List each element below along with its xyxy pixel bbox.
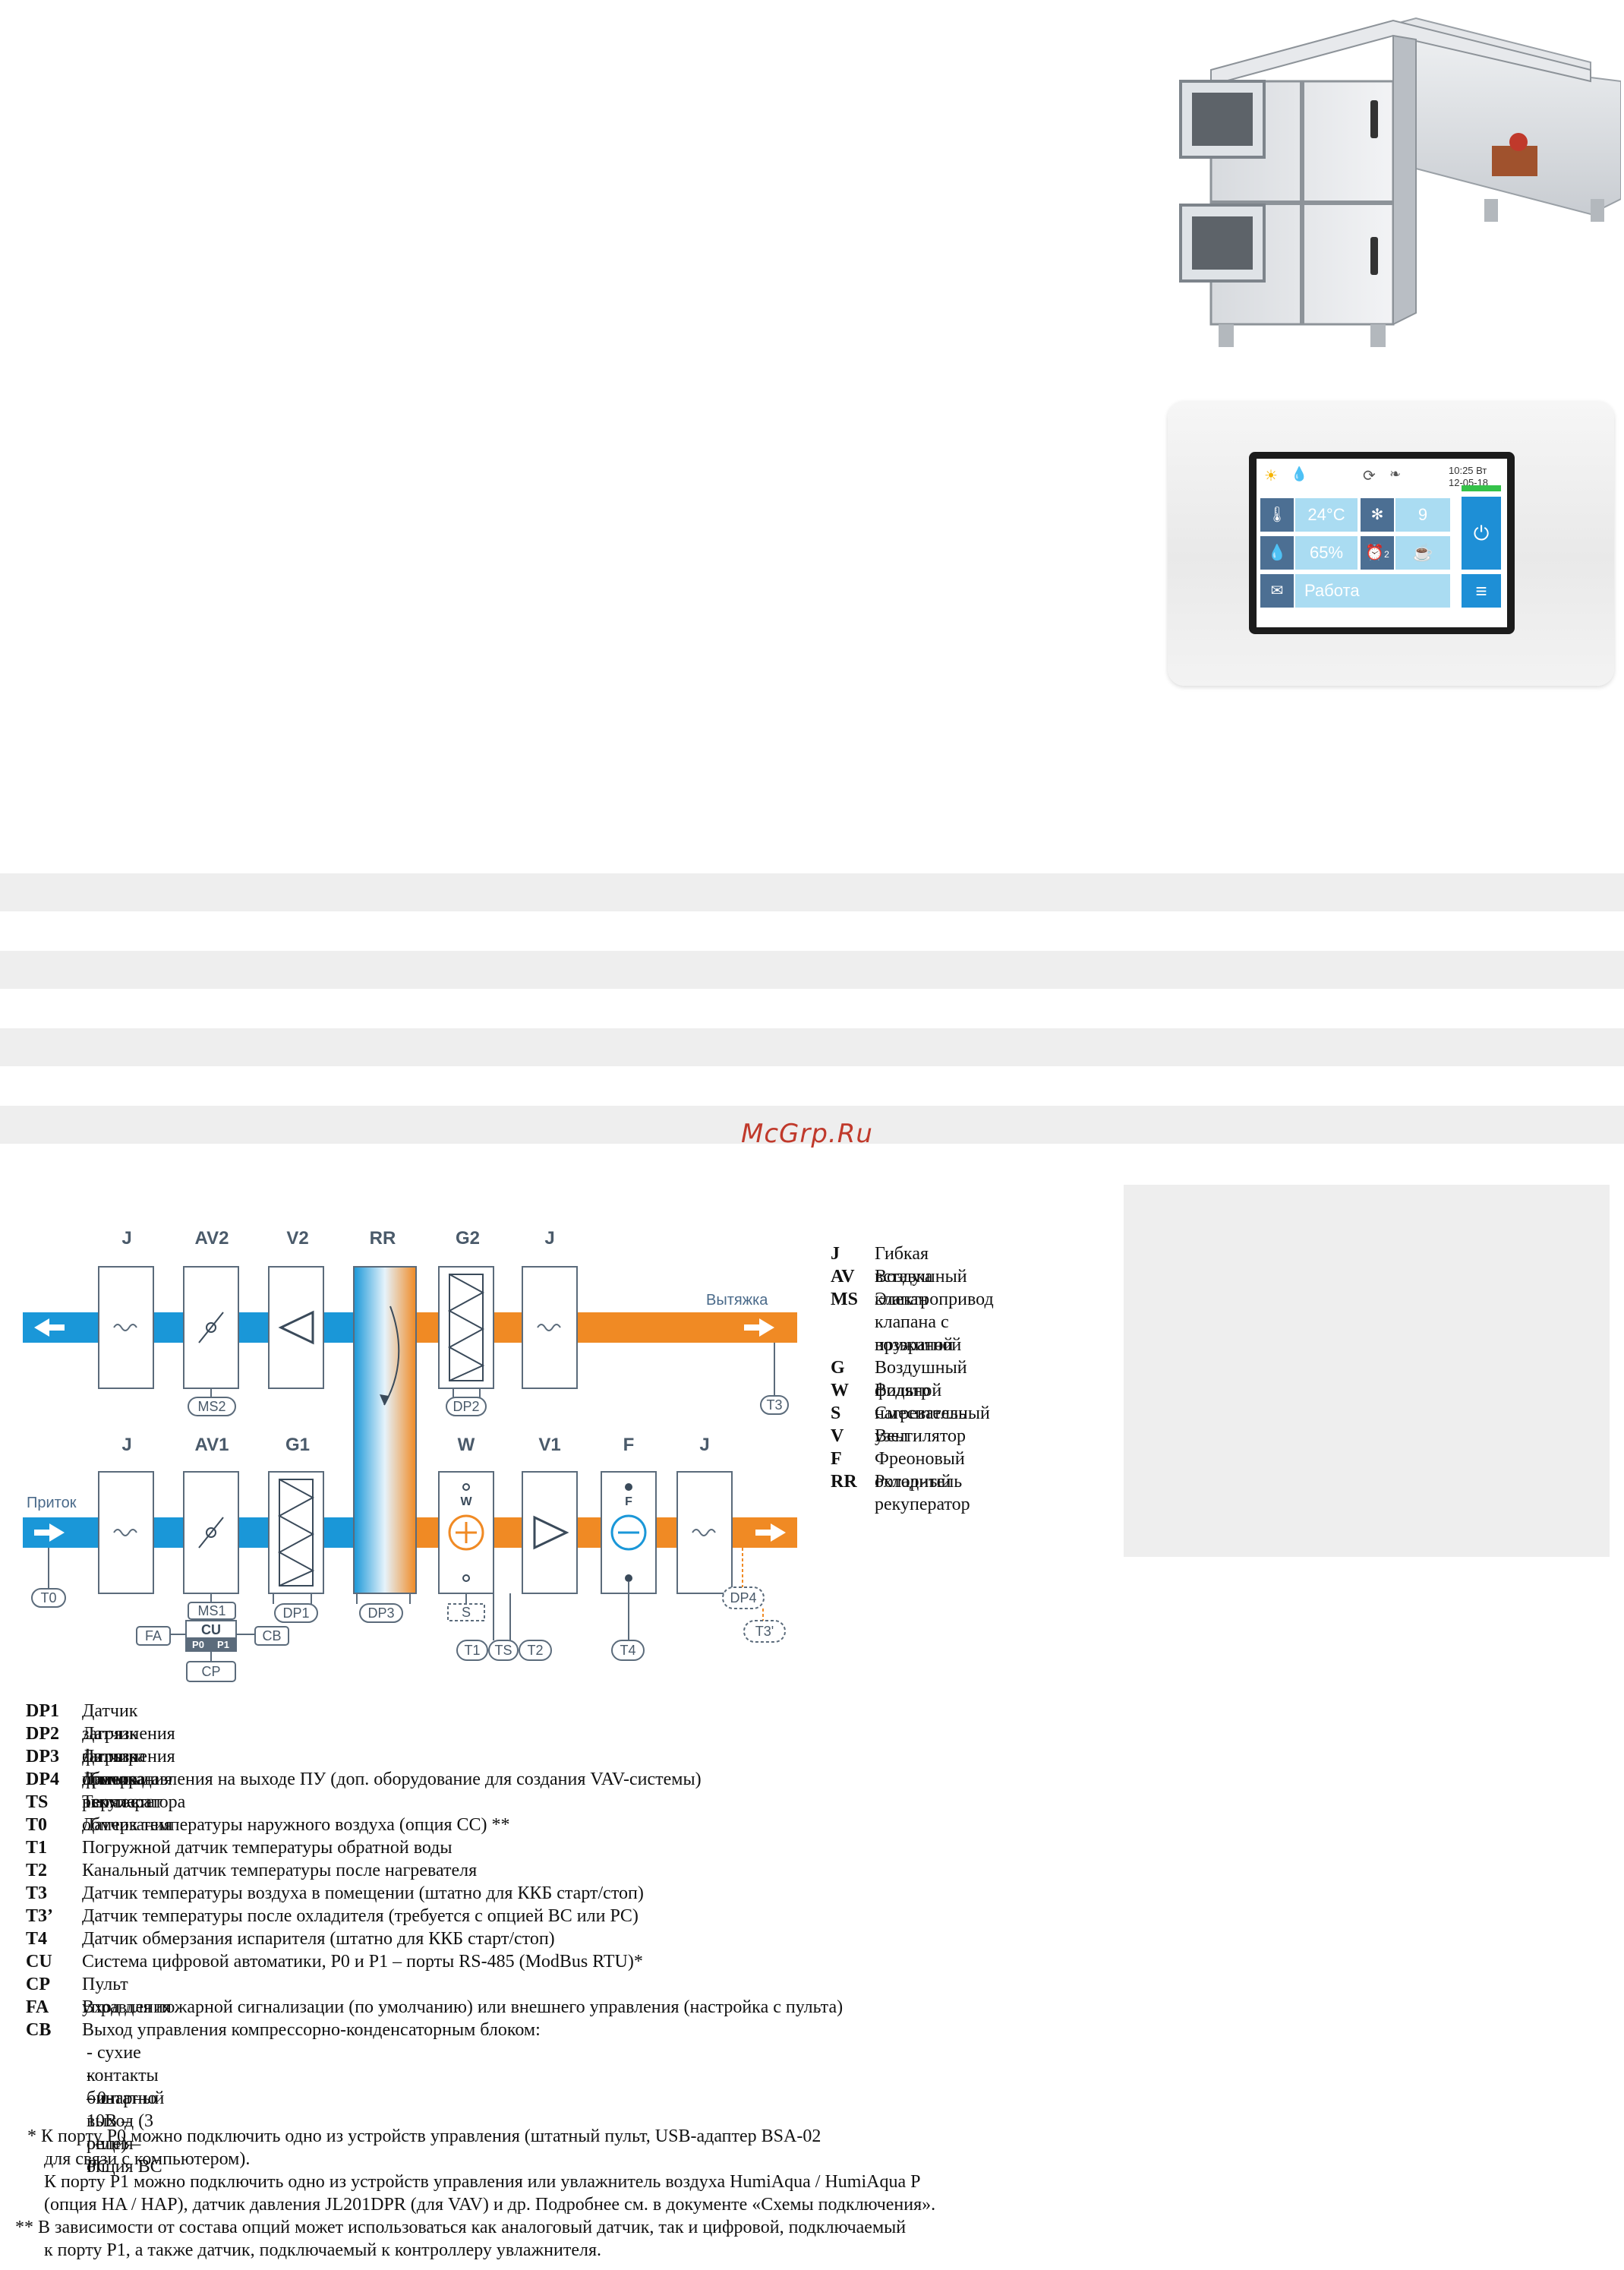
- tag-cb: CB: [262, 1628, 281, 1643]
- j-bot1-box: [98, 1471, 154, 1594]
- tag-t1: T1: [464, 1643, 480, 1658]
- label-v2: V2: [286, 1228, 308, 1249]
- tag-ts: TS: [494, 1643, 512, 1658]
- clock-time: 10:25 Вт: [1449, 465, 1487, 476]
- label-j-top2: J: [544, 1228, 554, 1249]
- av1-box: [183, 1471, 239, 1594]
- g2-box: [438, 1266, 494, 1389]
- tag-t3: T3: [766, 1397, 782, 1413]
- label-av2: AV2: [195, 1228, 229, 1249]
- leaf-icon: ❧: [1389, 466, 1402, 481]
- tag-dp4: DP4: [730, 1590, 756, 1605]
- tag-cu: CU: [201, 1622, 221, 1637]
- power-button[interactable]: ⏻: [1462, 497, 1501, 570]
- table-stripe: [0, 873, 1624, 911]
- table-stripe: [0, 951, 1624, 989]
- tag-t4: T4: [620, 1643, 635, 1658]
- label-f: F: [623, 1435, 635, 1455]
- label-j-top1: J: [121, 1228, 131, 1249]
- tag-t3-prime: T3': [755, 1624, 774, 1639]
- sun-icon: ☀: [1264, 468, 1278, 485]
- menu-button[interactable]: ≡: [1462, 574, 1501, 608]
- temperature-tile[interactable]: 24°C: [1295, 498, 1358, 532]
- tag-dp1: DP1: [282, 1605, 309, 1621]
- tag-s: S: [462, 1605, 471, 1620]
- exhaust-label: Вытяжка: [706, 1292, 768, 1309]
- fan-speed-tile[interactable]: 9: [1395, 498, 1450, 532]
- label-w: W: [458, 1435, 475, 1455]
- control-panel-screen: ☀ 💧 ⟳ ❧ 10:25 Вт 12-05-18 🌡 24°C ✻ 9 💧 6…: [1249, 452, 1515, 634]
- footnotes: * К порту P0 можно подключить одно из ус…: [15, 2126, 936, 2260]
- supply-label: Приток: [27, 1495, 77, 1511]
- tag-cp: CP: [201, 1664, 220, 1679]
- j-top1-box: [98, 1266, 154, 1389]
- label-j-bot1: J: [121, 1435, 131, 1455]
- tag-t0: T0: [40, 1590, 56, 1605]
- f-inner-label: F: [625, 1495, 632, 1508]
- label-av1: AV1: [195, 1435, 229, 1455]
- label-rr: RR: [370, 1228, 396, 1249]
- fan-icon[interactable]: ✻: [1361, 498, 1394, 532]
- g1-box: [268, 1471, 324, 1594]
- status-tile[interactable]: Работа: [1295, 574, 1450, 608]
- tag-fa: FA: [145, 1628, 162, 1643]
- label-j-bot2: J: [699, 1435, 709, 1455]
- recirculation-icon: ⟳: [1363, 468, 1376, 485]
- schedule-tile[interactable]: ☕: [1395, 536, 1450, 570]
- w-inner-label: W: [460, 1495, 472, 1508]
- humidity-icon[interactable]: 💧: [1260, 536, 1294, 570]
- tag-ms2: MS2: [197, 1399, 225, 1414]
- tag-p1: P1: [217, 1639, 229, 1650]
- tag-t2: T2: [527, 1643, 543, 1658]
- humidify-icon: 💧: [1291, 466, 1308, 481]
- watermark: McGrp.Ru: [741, 1119, 873, 1149]
- status-indicator-bar: [1462, 485, 1501, 491]
- label-g2: G2: [456, 1228, 480, 1249]
- thermometer-icon[interactable]: 🌡: [1260, 498, 1294, 532]
- tag-dp2: DP2: [453, 1399, 479, 1414]
- table-stripe: [0, 1028, 1624, 1066]
- side-grey-box: [1124, 1185, 1610, 1557]
- alarm-clock-icon[interactable]: ⏰2: [1361, 536, 1394, 570]
- j-bot2-box: [676, 1471, 733, 1594]
- j-top2-box: [522, 1266, 578, 1389]
- rotor-recuperator: [353, 1266, 417, 1594]
- label-g1: G1: [285, 1435, 310, 1455]
- mail-icon[interactable]: ✉: [1260, 574, 1294, 608]
- tag-dp3: DP3: [367, 1605, 394, 1621]
- tag-ms1: MS1: [197, 1603, 225, 1618]
- humidity-tile[interactable]: 65%: [1295, 536, 1358, 570]
- table-stripe: [0, 1106, 1624, 1144]
- label-v1: V1: [538, 1435, 560, 1455]
- air-handling-unit-image: [1179, 17, 1621, 347]
- ventilation-scheme-diagram: J AV2 V2 RR G2 J J AV1 G1 W V1 F J Вытяж…: [23, 1228, 797, 1682]
- tag-p0: P0: [192, 1639, 204, 1650]
